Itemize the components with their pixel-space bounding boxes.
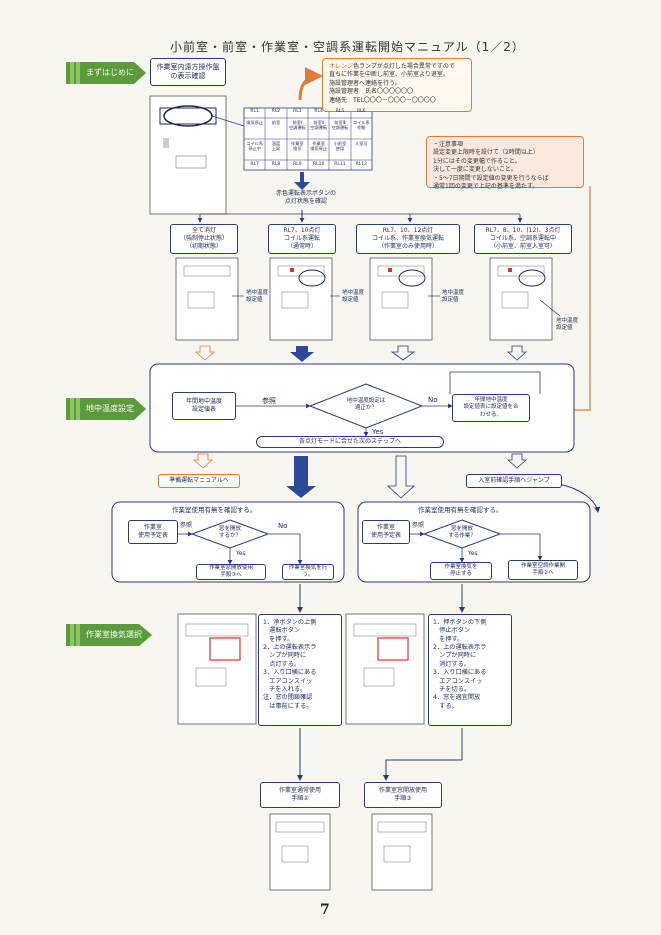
panel-cell: 人室可: [355, 141, 368, 146]
panel-cell: 前室Ⅱ 空調運転: [310, 120, 328, 131]
cabinet-left-steps: [177, 613, 257, 725]
control-panel-illustration: [149, 95, 227, 215]
right-steps-list: 1．押ボタンの下側 停止ボタン を押す。 2．上の運転表示ラ ンプが同時に 消灯…: [428, 614, 512, 726]
page-title: 小前室・前室・作業室・空調系運転開始マニュアル（1／2）: [170, 40, 525, 54]
panel-cell: RL8: [271, 162, 281, 167]
cabinet-bottom-left: [269, 813, 331, 891]
panel-cell: RL1: [250, 109, 259, 114]
tag-intro: まずはじめに: [66, 62, 146, 84]
left-decision-text: 窓を開放 するか？: [218, 526, 241, 539]
tag-fan-select: 作業室換気選択: [66, 624, 152, 646]
yes-label: Yes: [372, 428, 384, 436]
left-yes-label: Yes: [236, 550, 246, 557]
panel-cell: 前室Ⅰ 空調運転: [288, 120, 306, 131]
left-ref-label: 参照: [180, 522, 193, 529]
bottom-box-window-open: 作業室窓開放使用 手順③: [364, 782, 442, 808]
left-box-window-open: 作業室窓開放使用 手順③へ: [196, 564, 266, 580]
state-box-4: RL7、8、10、(12)、3点灯 コイル系、空調系運転中 （小前室、前室入室可…: [474, 224, 572, 254]
panel-cell: コイル系 停止中: [246, 141, 264, 152]
panel-row-top: RL1 RL2 RL3 RL4 RL5 RL6: [244, 109, 372, 114]
cabinet-right-steps: [345, 613, 425, 725]
left-schedule-box: 作業室 使用予定表: [128, 520, 178, 544]
panel-table: [243, 107, 373, 171]
left-box-ventilate: 作業室換気を行 う。: [282, 564, 334, 580]
right-flow-header: 作業室使用有無を確認する。: [418, 506, 503, 514]
panel-cell: 前室: [271, 120, 281, 125]
tag-ground-temp: 地中温度設定: [66, 398, 146, 420]
ground-temp-label: 地中温度 設定値: [246, 290, 269, 304]
cabinet-state-3: [369, 257, 433, 341]
left-no-label: No: [278, 522, 288, 530]
right-box-stop-vent: 作業室換気を 停止する: [430, 562, 492, 580]
panel-cell: 小前室 使用: [333, 141, 347, 152]
right-yes-label: Yes: [468, 550, 478, 557]
state-box-1: 全て消灯 （強制停止状態） （初期状態）: [170, 224, 238, 254]
panel-cell: 作業室 換気: [291, 141, 304, 152]
next-step-box: 各点灯モードに合せた次のステップへ: [256, 436, 444, 448]
page-number: 7: [320, 902, 330, 918]
panel-row-bottom: RL7 RL8 RL9 RL10 RL11 RL12: [244, 162, 372, 167]
panel-cell: 換気停止: [246, 120, 264, 125]
right-decision-text: 窓を開放 する作業？: [448, 526, 476, 539]
panel-cell: コイル系 作動: [352, 120, 370, 131]
panel-cell: RL11: [334, 162, 346, 167]
confirm-lamp-text: 赤色運転表示ボタンの 点灯状態を確認: [276, 190, 337, 206]
right-ref-label: 参照: [412, 522, 425, 529]
cabinet-state-1: [175, 257, 239, 341]
panel-cell: 作業室 換気停止: [310, 141, 328, 152]
jump-prep-manual[interactable]: 準備運転マニュアルへ: [158, 474, 240, 488]
panel-row-mid1: 換気停止 前室 前室Ⅰ 空調運転 前室Ⅱ 空調運転 前室Ⅲ 空調運転 コイル系 …: [244, 120, 372, 130]
panel-cell: RL9: [293, 162, 302, 167]
check-display-box: 作業室内遠方操作盤 の表示確認: [150, 58, 226, 86]
left-steps-list: 1．浄ボタンの上側 運転ボタン を押す。 2．上の運転表示ラ ンプが同時に 点灯…: [258, 614, 342, 726]
panel-cell: 前室Ⅲ 空調運転: [331, 120, 349, 131]
panel-cell: RL3: [293, 109, 302, 114]
annual-temp-table-box: 年間地中温度 設定値表: [172, 392, 236, 420]
left-flow-header: 作業室使用有無を確認する。: [172, 506, 257, 514]
right-box-aircon: 作業室空調作業開 手順②へ: [508, 560, 578, 580]
panel-cell: RL4: [314, 109, 323, 114]
panel-cell: RL2: [271, 109, 281, 114]
panel-cell: RL5: [335, 109, 345, 114]
panel-cell: RL6: [357, 109, 366, 114]
warning-note: オレンジ色ランプが点灯した場合異常ですので 直ちに作業を中断し前室、小前室より退…: [322, 58, 472, 112]
panel-cell: RL10: [312, 162, 325, 167]
adjust-temp-box: 年間地中温度 設定値表に設定値を合 わせる。: [452, 394, 530, 422]
ground-temp-label: 地中温度 設定値: [556, 318, 579, 332]
ground-temp-label: 地中温度 設定値: [342, 290, 365, 304]
temp-decision-text: 地中温度設定は 適正か？: [346, 398, 386, 412]
panel-cell: RL7: [250, 162, 259, 167]
right-schedule-box: 作業室 使用予定表: [362, 520, 410, 544]
ground-temp-label: 地中温度 設定値: [442, 290, 465, 304]
no-label: No: [428, 396, 438, 404]
state-box-3: RL7、10、12点灯 コイル系、作業室換気運転 （作業室のみ使用時）: [356, 224, 460, 254]
caution-note: ・注意事項 設定変更上限時を設けて（2時間以上） 1分にはその変更幅で作ること。…: [426, 136, 584, 190]
panel-row-mid2: コイル系 停止中 温度 上昇 作業室 換気 作業室 換気停止 小前室 使用 人室…: [244, 141, 372, 151]
jump-entry-check[interactable]: 入室前確認手順へジャンプ: [466, 474, 562, 488]
cabinet-bottom-right: [371, 813, 433, 891]
state-box-2: RL7、10点灯 コイル系運転 （通常時）: [268, 224, 336, 254]
cabinet-state-4: [489, 257, 553, 341]
panel-cell: 温度 上昇: [271, 141, 281, 152]
ref-label: 参照: [262, 397, 276, 405]
panel-cell: RL12: [355, 162, 367, 167]
bottom-box-normal-use: 作業室通常使用 手順②: [260, 782, 340, 808]
cabinet-state-2: [269, 257, 333, 341]
